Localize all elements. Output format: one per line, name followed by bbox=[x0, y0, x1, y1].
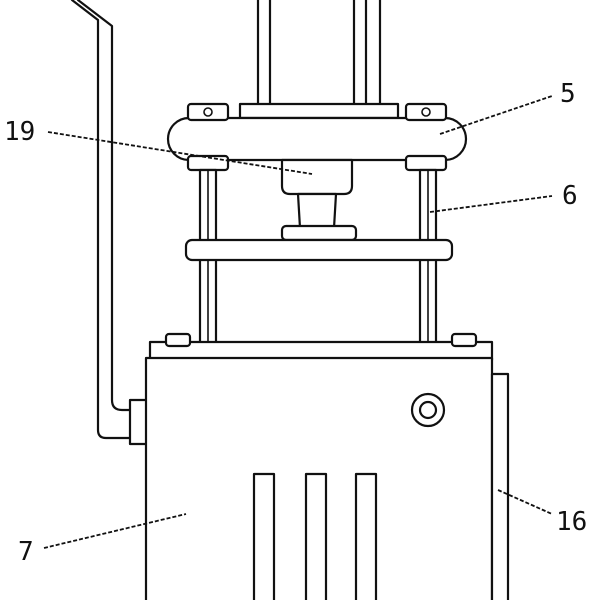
label-7: 7 bbox=[18, 537, 34, 567]
side-pipe bbox=[70, 0, 152, 446]
vent-slots bbox=[252, 472, 378, 600]
label-19: 19 bbox=[4, 117, 35, 147]
label-5: 5 bbox=[560, 79, 576, 109]
top-plate bbox=[166, 102, 468, 172]
label-16: 16 bbox=[556, 507, 587, 537]
base-housing bbox=[144, 332, 510, 600]
knob-icon bbox=[410, 392, 446, 428]
upper-cylinder bbox=[238, 0, 400, 120]
label-6: 6 bbox=[562, 181, 578, 211]
leader-lines bbox=[43, 95, 553, 549]
press-head bbox=[280, 158, 358, 242]
middle-platen bbox=[184, 238, 454, 262]
